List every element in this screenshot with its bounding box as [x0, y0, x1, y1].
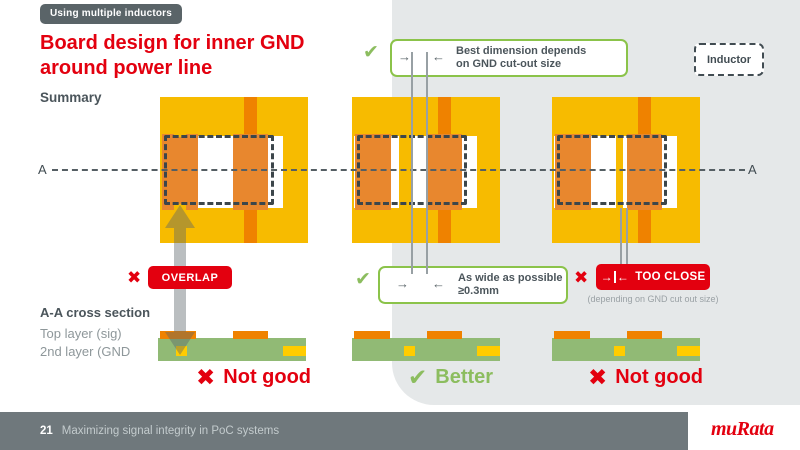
- page-title-line1: Board design for inner GND: [40, 32, 305, 54]
- check-icon: ✔: [363, 42, 379, 63]
- verdict-not-good-1: ✖ Not good: [196, 364, 312, 390]
- dimension-line-left: [620, 208, 622, 267]
- cross-icon: ✖: [127, 268, 142, 287]
- dimension-line-left: [411, 52, 413, 274]
- top-layer-pad-right: [627, 331, 662, 339]
- verdict-better: ✔ Better: [408, 364, 494, 390]
- cross-icon: ✖: [574, 268, 589, 287]
- arrow-right-icon: →: [396, 276, 409, 291]
- page-title: Board design for inner GND around power …: [40, 31, 304, 81]
- dimension-line-right: [426, 52, 428, 274]
- cross-section-layer1-label: Top layer (sig): [40, 326, 122, 341]
- power-line-cross: [404, 346, 415, 356]
- power-line-edge: [283, 346, 306, 356]
- power-line-edge: [677, 346, 700, 356]
- arrow-left-icon: ←: [616, 270, 630, 284]
- power-line-edge: [477, 346, 500, 356]
- power-line-cross: [614, 346, 625, 356]
- check-icon: ✔: [355, 269, 371, 290]
- footer: 21 Maximizing signal integrity in PoC sy…: [0, 412, 688, 450]
- section-marker-left: A: [38, 162, 47, 177]
- section-marker-right: A: [748, 162, 757, 177]
- gnd-overlap-tab-bottom: [174, 204, 186, 213]
- arrow-left-icon: ←: [432, 49, 445, 64]
- page-number: 21: [40, 425, 53, 437]
- overlap-badge: OVERLAP: [148, 266, 232, 289]
- cross-section-better: [352, 331, 500, 361]
- footer-title: Maximizing signal integrity in PoC syste…: [61, 425, 280, 437]
- check-icon: ✔: [408, 364, 428, 390]
- verdict-not-good-2: ✖ Not good: [588, 364, 704, 390]
- callout-best-dimension-text: Best dimension depends on GND cut-out si…: [456, 45, 587, 70]
- arrow-left-icon: ←: [432, 276, 445, 291]
- arrow-right-icon: →: [398, 49, 411, 64]
- callout-best-dimension: → ← Best dimension depends on GND cut-ou…: [390, 39, 628, 77]
- top-layer-pad-left: [160, 331, 196, 339]
- inductor-legend-box: Inductor: [694, 43, 764, 76]
- top-layer-pad-right: [427, 331, 462, 339]
- inductor-pad-left: [162, 134, 198, 210]
- top-layer-pad-right: [233, 331, 268, 339]
- cross-section-heading: A-A cross section: [40, 305, 151, 320]
- inductor-pad-left: [355, 134, 391, 210]
- gap-divider: [613, 271, 616, 283]
- cross-icon: ✖: [588, 364, 608, 390]
- cross-icon: ✖: [196, 364, 216, 390]
- cross-section-too-close: [552, 331, 700, 361]
- gnd-overlap-tab-top: [174, 128, 186, 137]
- murata-logo: muRata: [711, 418, 774, 440]
- dimension-line-right: [626, 208, 628, 267]
- section-heading: Summary: [40, 90, 102, 105]
- cross-section-layer2-label: 2nd layer (GND: [40, 344, 131, 359]
- section-line-a-a: [52, 169, 745, 171]
- inductor-pad-right: [233, 134, 268, 210]
- too-close-note: (depending on GND cut out size): [587, 294, 719, 304]
- topic-badge: Using multiple inductors: [40, 4, 183, 24]
- callout-as-wide-text: As wide as possible ≥0.3mm: [458, 272, 563, 297]
- inductor-pad-right: [627, 134, 662, 210]
- too-close-badge: → ← TOO CLOSE: [596, 264, 710, 290]
- top-layer-pad-left: [354, 331, 390, 339]
- power-line-cross: [176, 346, 187, 356]
- callout-as-wide: → ← As wide as possible ≥0.3mm: [378, 266, 568, 304]
- cross-section-overlap: [158, 331, 306, 361]
- page-title-line2: around power line: [40, 57, 213, 79]
- top-layer-pad-left: [554, 331, 590, 339]
- arrow-right-icon: →: [600, 270, 613, 284]
- inductor-pad-right: [427, 134, 462, 210]
- inductor-pad-left: [555, 134, 591, 210]
- inductor-legend-label: Inductor: [707, 53, 751, 66]
